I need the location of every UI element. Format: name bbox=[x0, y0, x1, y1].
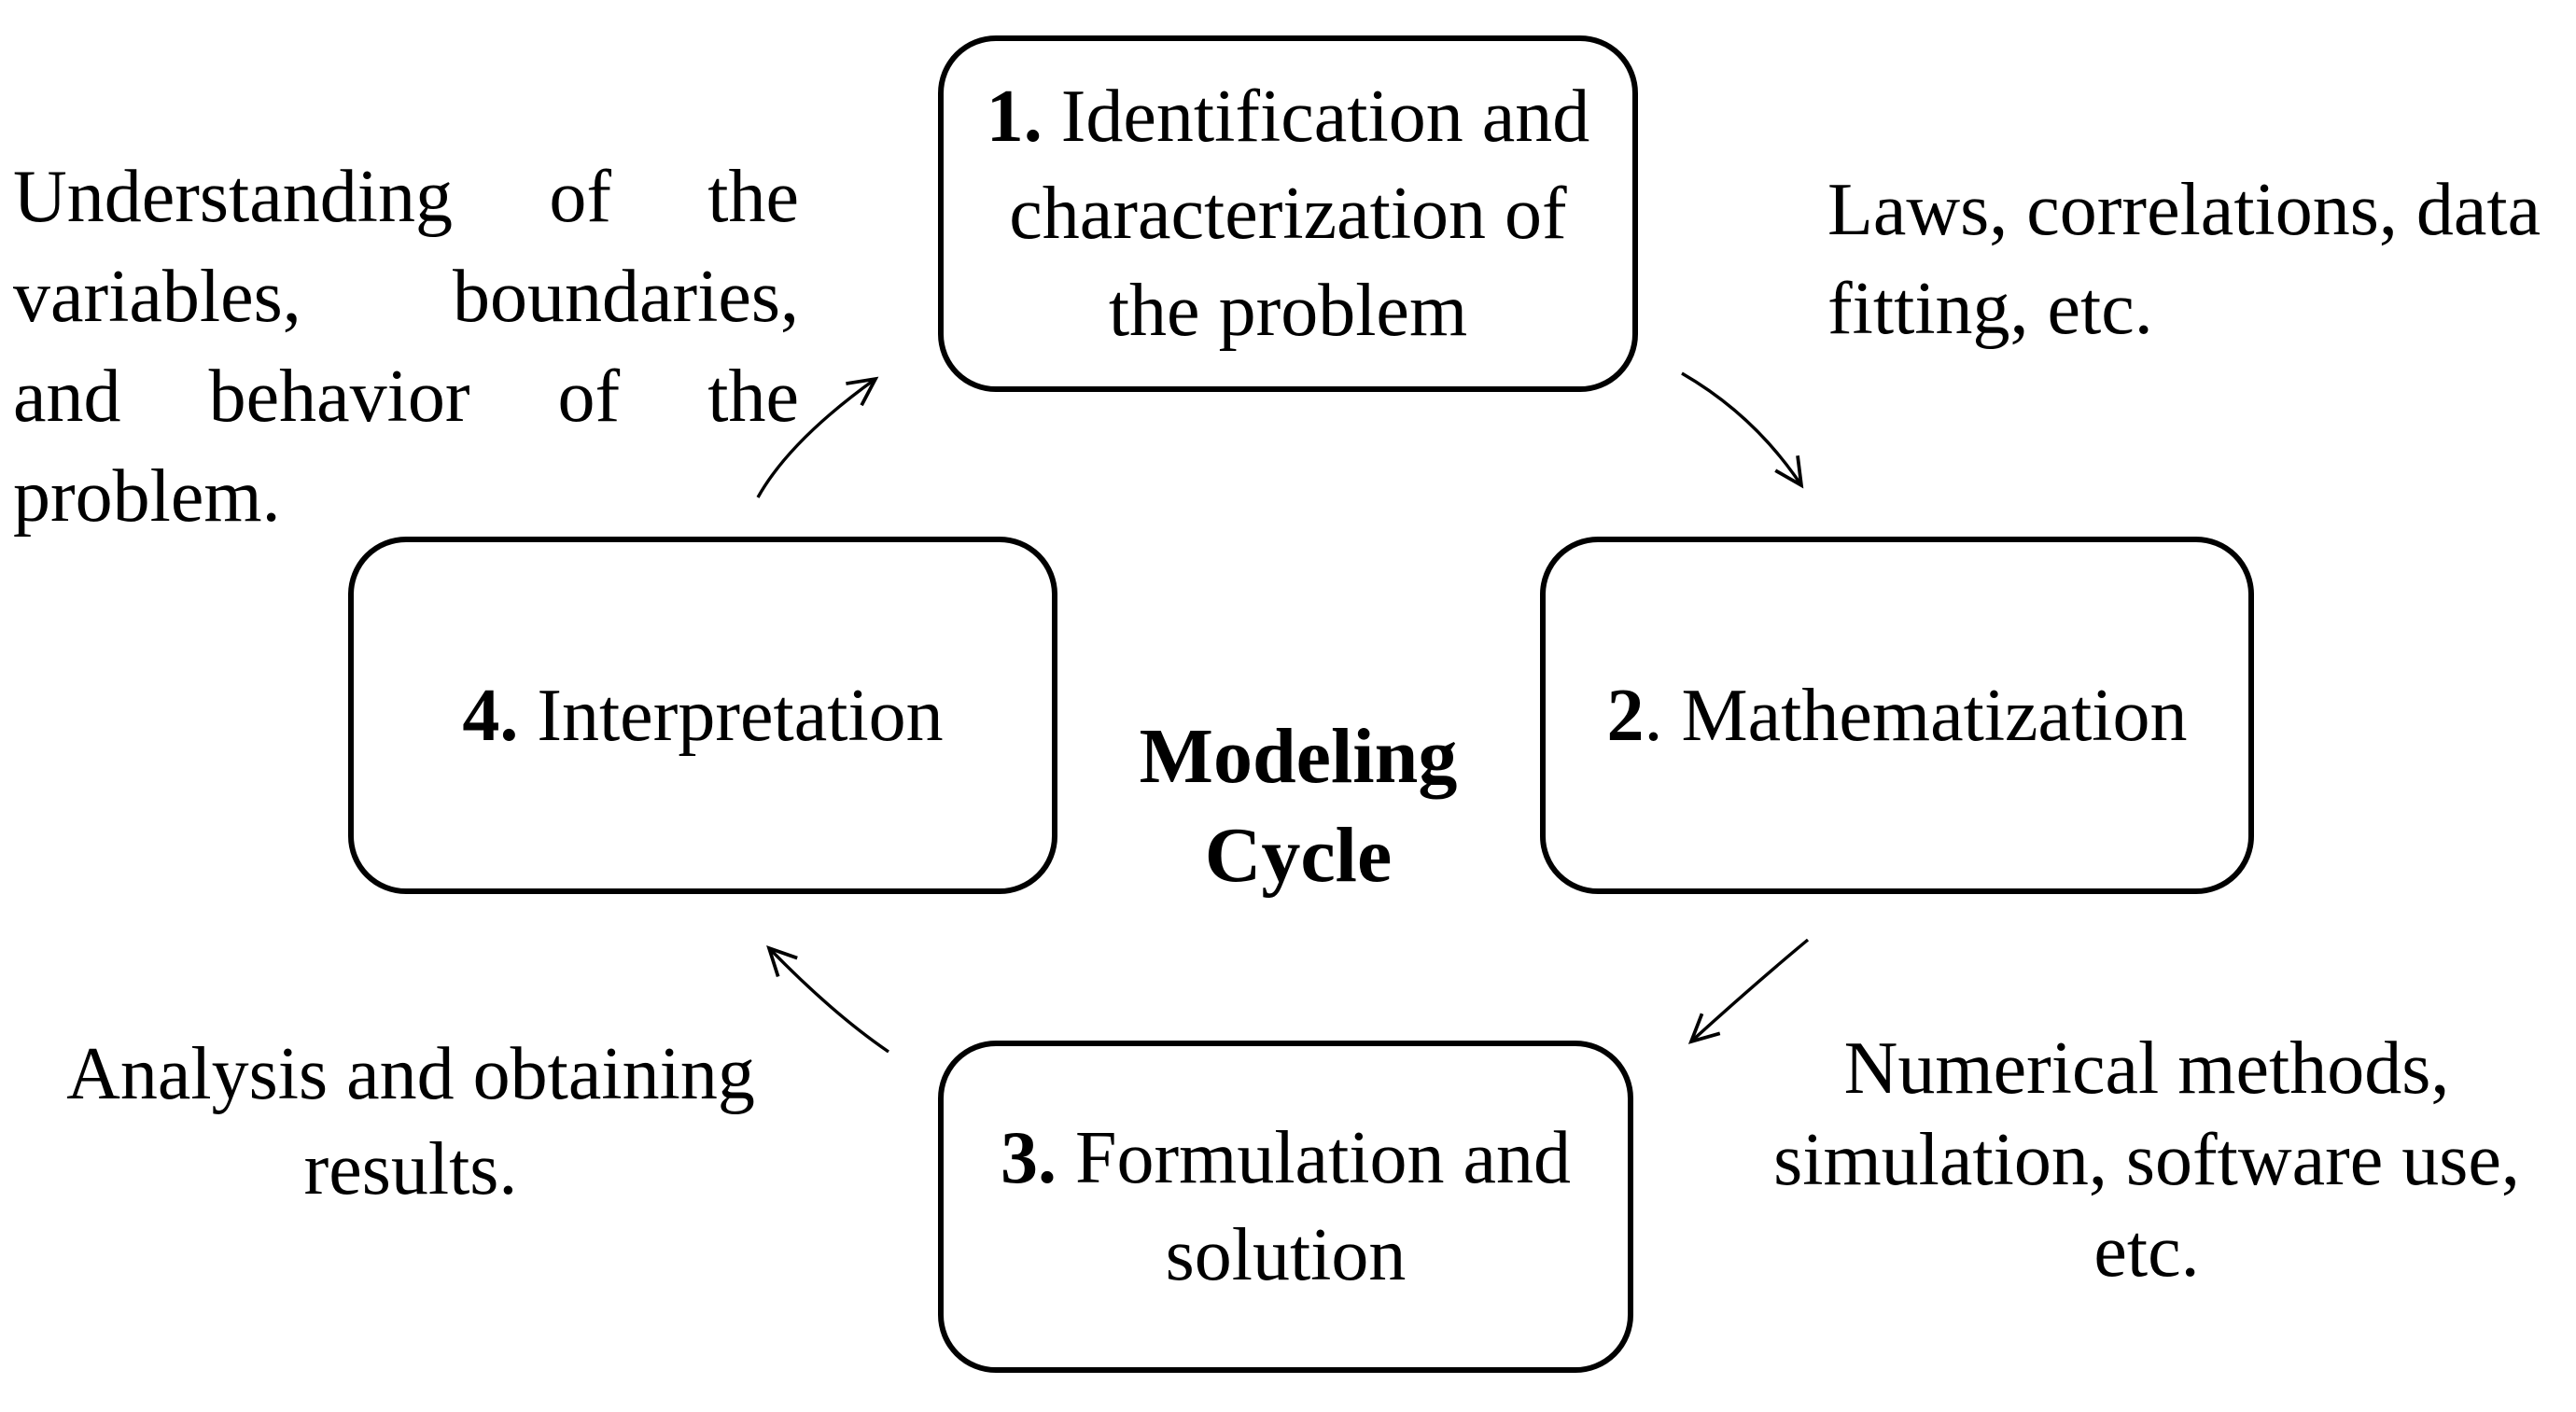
annotation-bottom-right: Numerical methods, simulation, software … bbox=[1725, 1023, 2569, 1297]
box-3-formulation: 3. Formulation and solution bbox=[938, 1041, 1633, 1373]
box-3-text: 3. Formulation and solution bbox=[987, 1110, 1585, 1304]
arrow-2-to-3 bbox=[1687, 938, 1810, 1044]
box-4-number: 4. bbox=[462, 674, 519, 757]
box-4-interpretation: 4. Interpretation bbox=[348, 537, 1057, 894]
box-1-number: 1. bbox=[986, 76, 1043, 158]
annotation-line: results. bbox=[303, 1128, 518, 1210]
box-2-label: . Mathematization bbox=[1644, 674, 2188, 757]
annotation-line: fitting, etc. bbox=[1827, 268, 2153, 350]
box-4-label: Interpretation bbox=[518, 674, 944, 757]
box-3-label: Formulation and solution bbox=[1056, 1117, 1572, 1296]
annotation-line: variables, boundaries, bbox=[13, 256, 799, 338]
box-2-mathematization: 2. Mathematization bbox=[1540, 537, 2254, 894]
annotation-line: Analysis and obtaining bbox=[66, 1033, 755, 1115]
annotation-line: Understanding of the bbox=[13, 156, 799, 238]
box-3-number: 3. bbox=[1000, 1117, 1057, 1199]
annotation-line: problem. bbox=[13, 455, 281, 538]
annotation-line: Laws, correlations, data bbox=[1827, 169, 2541, 251]
box-4-text: 4. Interpretation bbox=[462, 667, 943, 764]
annotation-bottom-left: Analysis and obtaining results. bbox=[9, 1027, 812, 1217]
annotation-line: Numerical methods, bbox=[1843, 1028, 2450, 1110]
box-1-text: 1. Identification and characterization o… bbox=[966, 68, 1610, 359]
center-label-line-1: Modeling bbox=[1139, 713, 1458, 800]
arrow-4-to-1 bbox=[756, 376, 879, 498]
annotation-line: simulation, software use, bbox=[1773, 1119, 2520, 1201]
center-label-line-2: Cycle bbox=[1204, 812, 1393, 899]
annotation-line: and behavior of the bbox=[13, 356, 799, 438]
box-2-number: 2 bbox=[1606, 674, 1645, 757]
annotation-top-right: Laws, correlations, data fitting, etc. bbox=[1827, 161, 2541, 358]
annotation-top-left: Understanding of the variables, boundari… bbox=[13, 147, 799, 547]
box-1-label: Identification and characterization of t… bbox=[1009, 76, 1590, 352]
box-1-identification: 1. Identification and characterization o… bbox=[938, 35, 1638, 392]
arrow-3-to-4 bbox=[766, 945, 889, 1054]
box-2-text: 2. Mathematization bbox=[1606, 667, 2187, 764]
annotation-line: etc. bbox=[2093, 1210, 2200, 1293]
center-label-modeling-cycle: Modeling Cycle bbox=[1065, 707, 1532, 905]
arrow-1-to-2 bbox=[1681, 371, 1804, 489]
